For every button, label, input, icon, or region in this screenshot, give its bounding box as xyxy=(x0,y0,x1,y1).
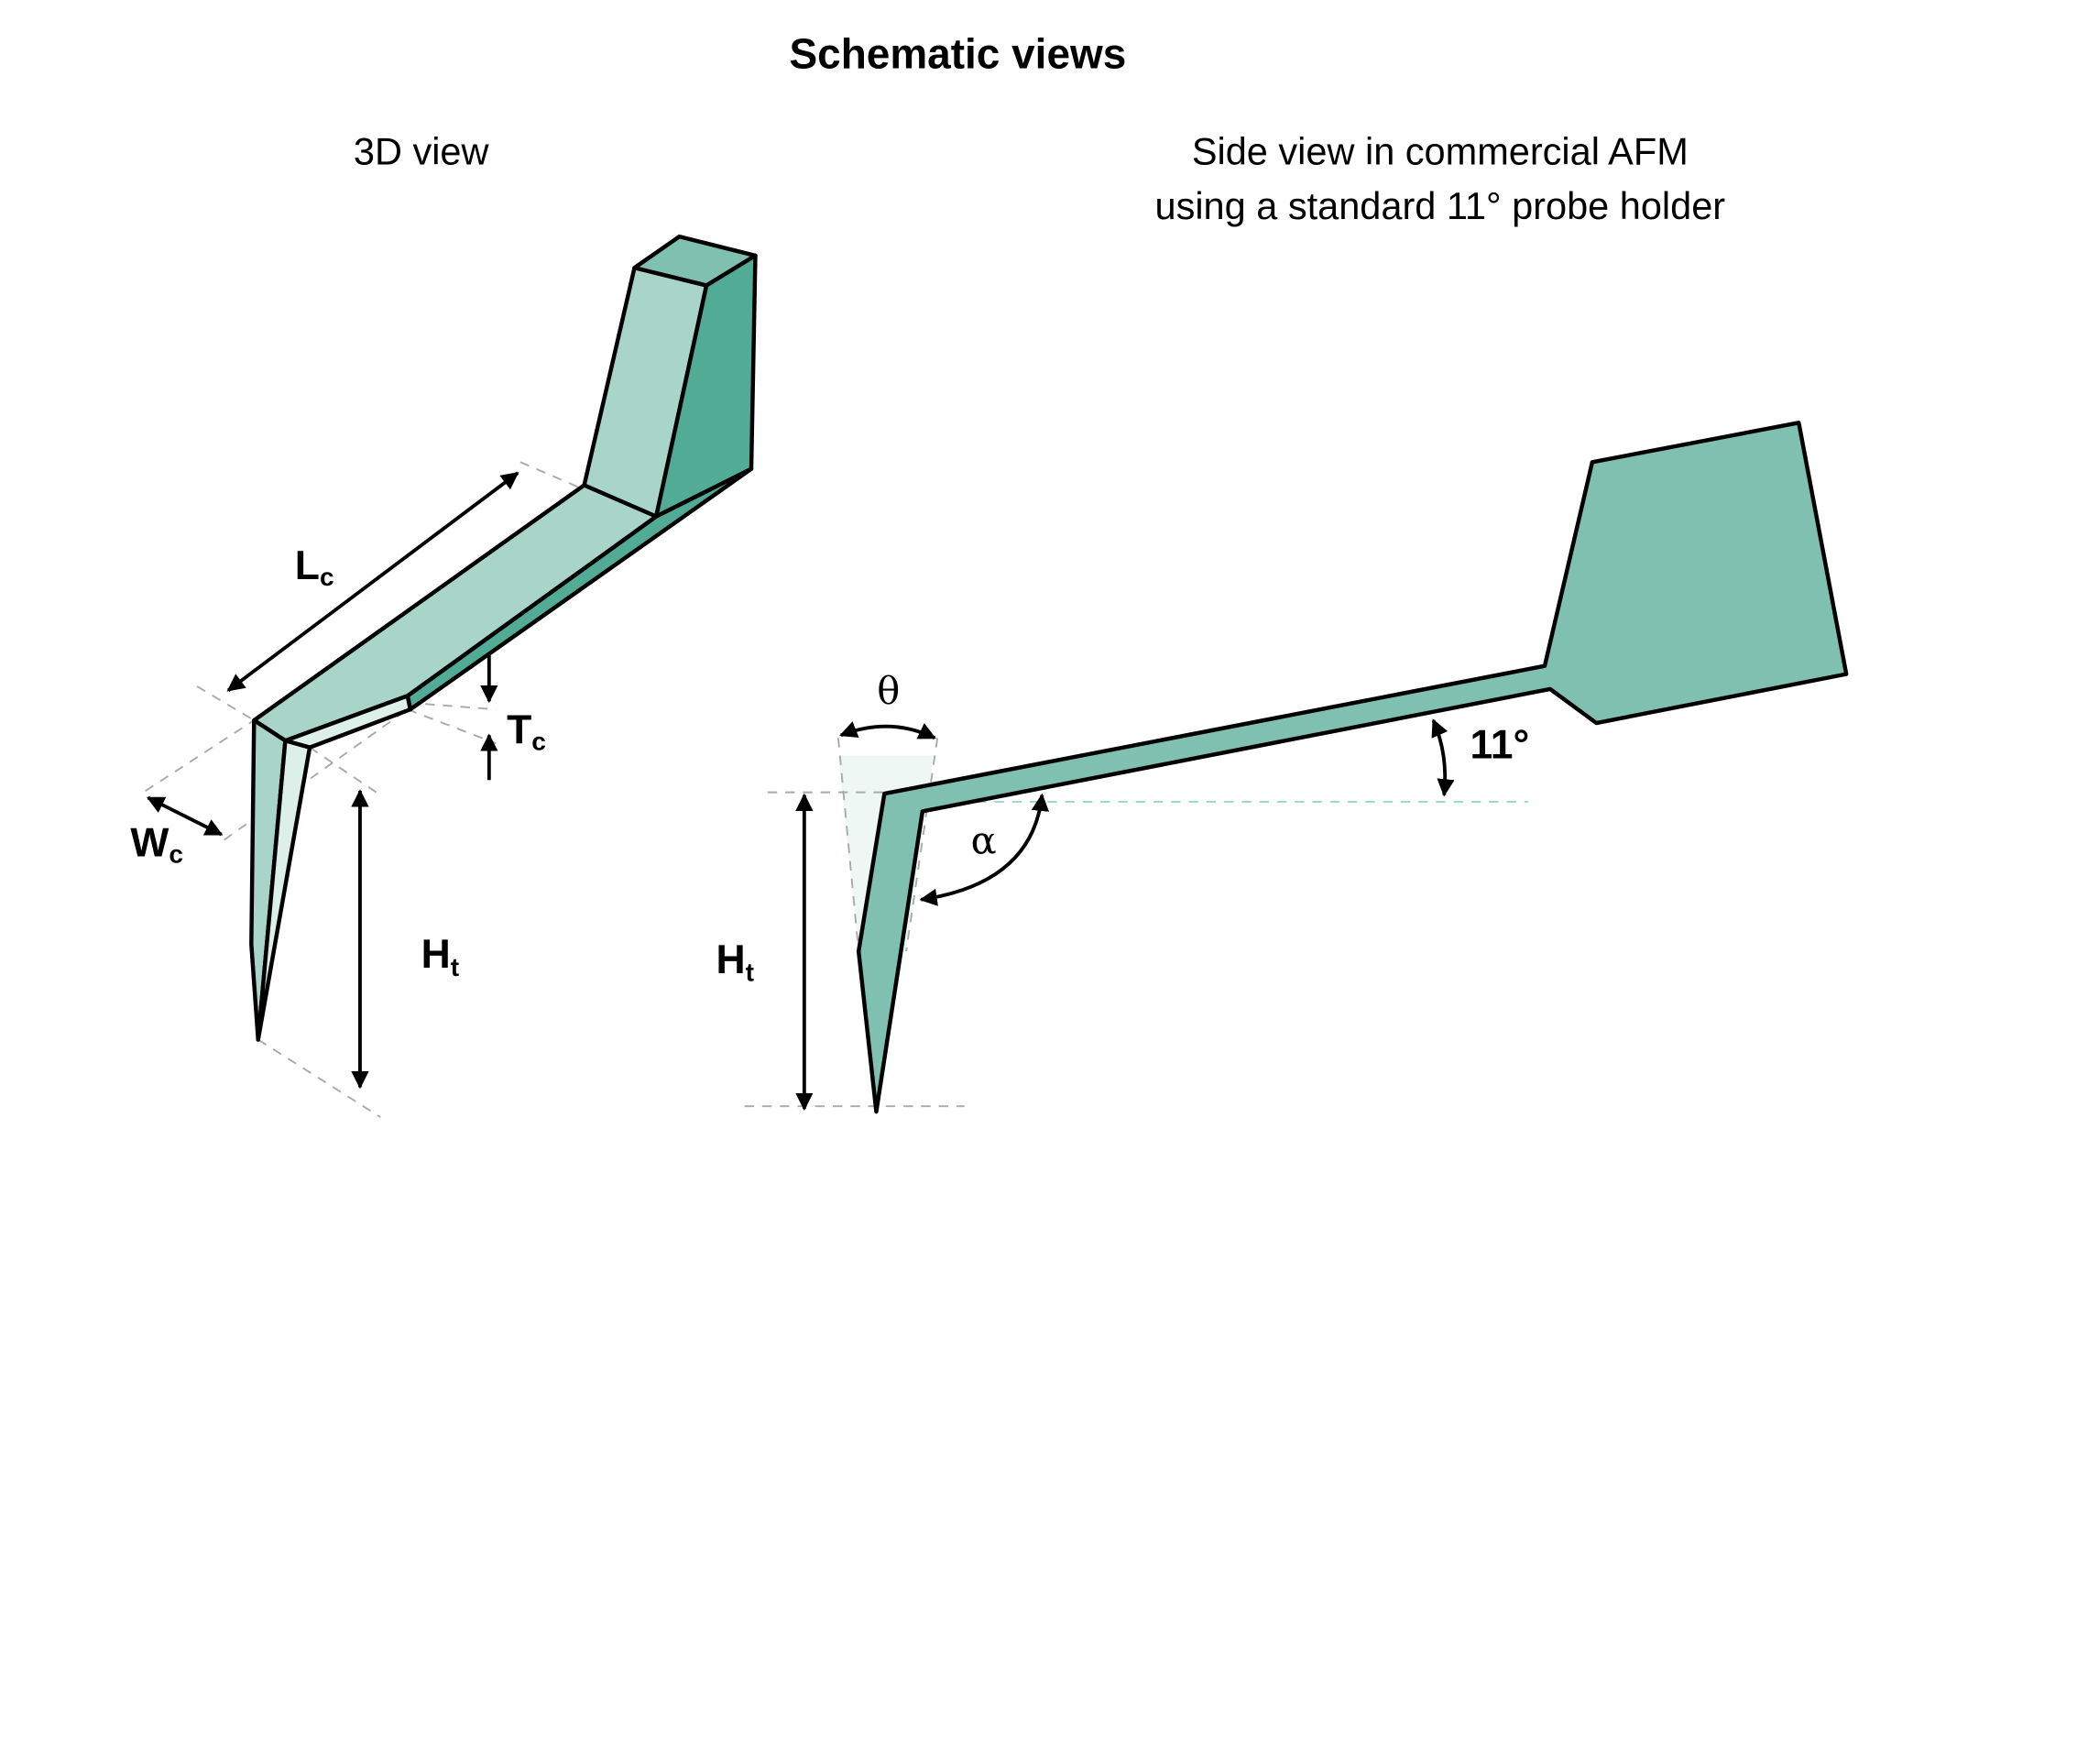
3d-view-heading: 3D view xyxy=(354,130,490,173)
cantilever-side xyxy=(744,421,1849,1114)
holder-angle-label: 11° xyxy=(1470,723,1529,768)
theta-label: θ xyxy=(877,668,900,713)
alpha-label: α xyxy=(971,817,997,862)
length-label: Lc xyxy=(295,543,334,591)
tip-height-label-side: Ht xyxy=(716,937,754,987)
cantilever-3d xyxy=(145,234,758,1118)
side-view-heading-line1: Side view in commercial AFM xyxy=(1192,130,1689,173)
alpha-arrow xyxy=(919,793,1050,906)
side-view-heading-line2: using a standard 11° probe holder xyxy=(1155,184,1726,227)
thickness-label: Tc xyxy=(507,707,546,755)
figure-title: Schematic views xyxy=(789,29,1126,77)
width-arrow xyxy=(146,795,224,837)
length-arrow xyxy=(226,471,519,692)
theta-arrow xyxy=(839,721,936,740)
holder-angle-arrow xyxy=(1431,718,1455,797)
width-label: Wc xyxy=(130,820,183,868)
tip-height-label-3d: Ht xyxy=(421,932,460,981)
